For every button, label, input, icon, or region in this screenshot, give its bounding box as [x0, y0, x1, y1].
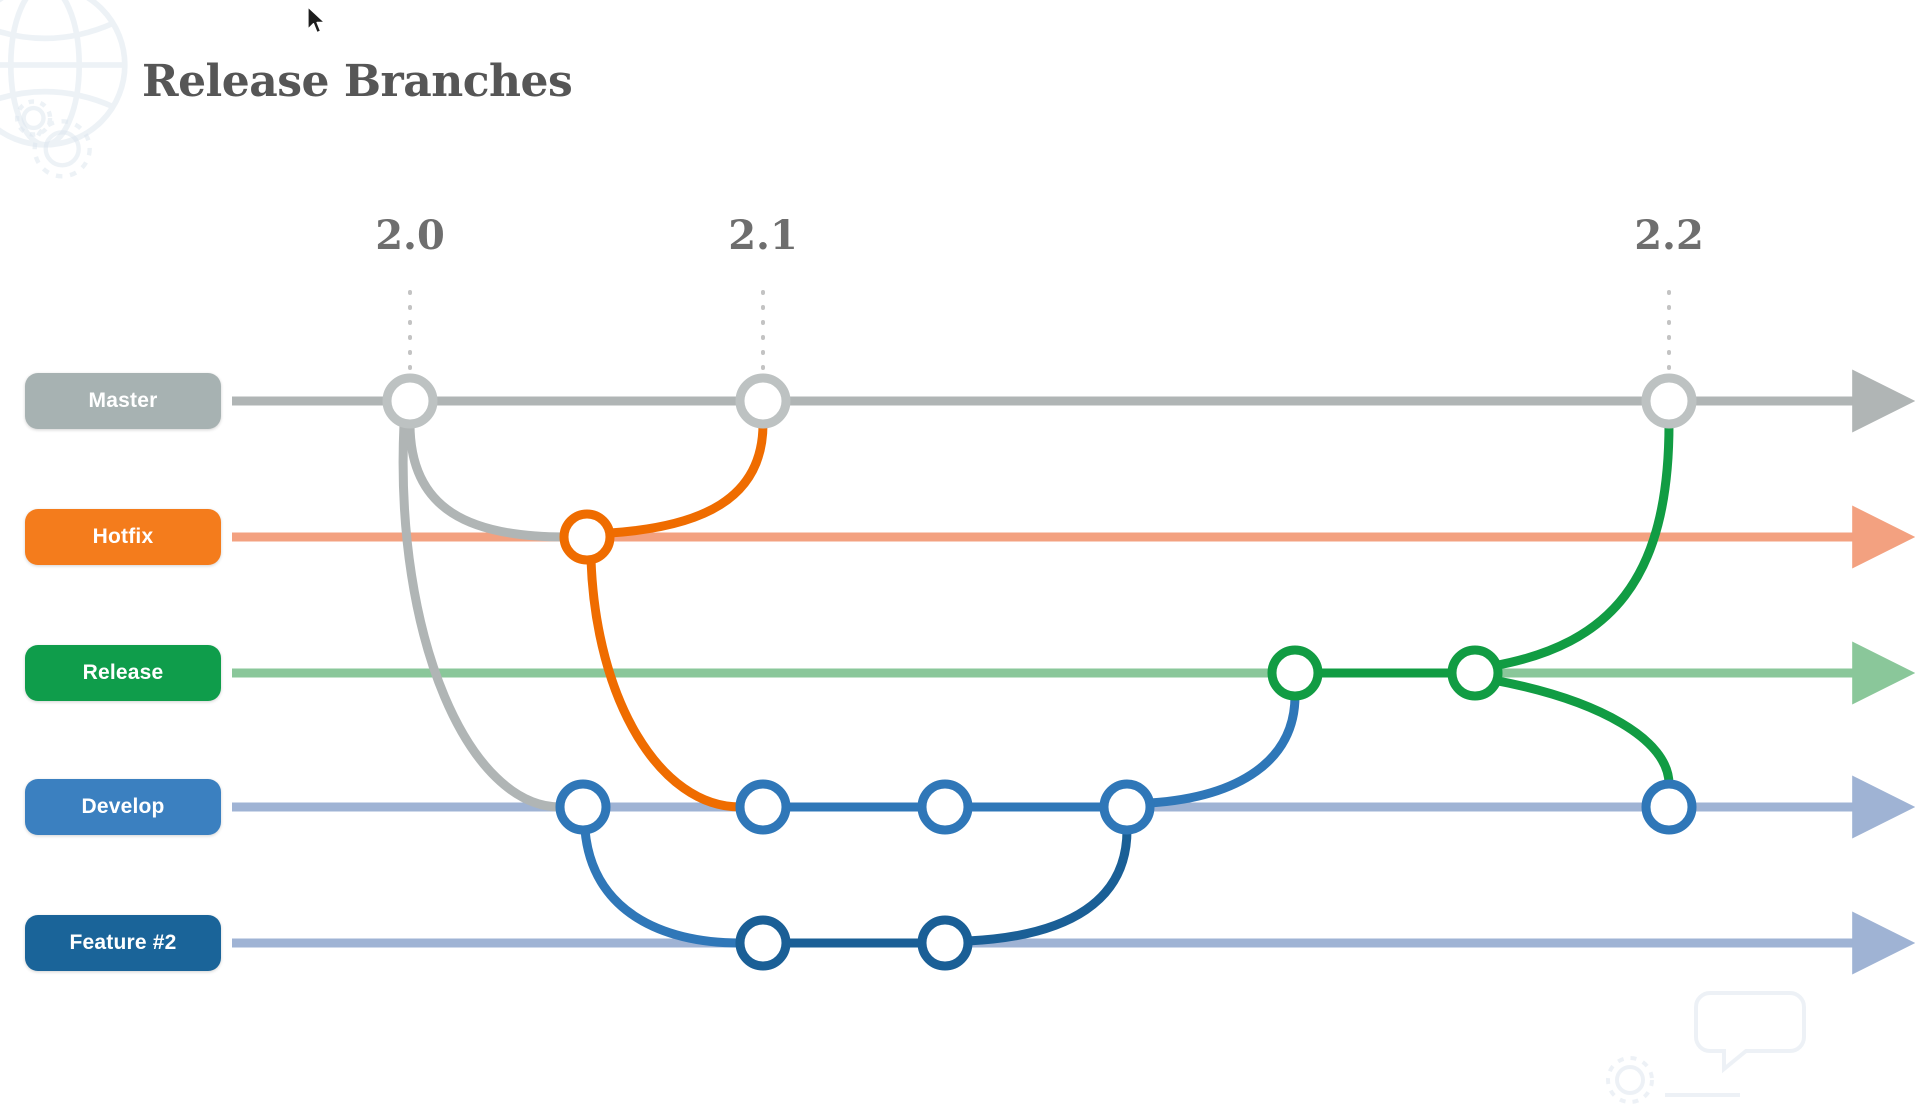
branch-label-release[interactable]: Release	[25, 645, 221, 701]
commit-develop-1[interactable]	[555, 779, 611, 835]
branch-label-feature2-text: Feature #2	[69, 931, 177, 954]
commit-hotfix-1[interactable]	[559, 509, 615, 565]
commit-release-1[interactable]	[1267, 645, 1323, 701]
commit-release-2[interactable]	[1447, 645, 1503, 701]
connector-master-to-hotfix	[405, 419, 570, 542]
version-tag-2-1: 2.1	[728, 212, 798, 259]
branch-graph	[232, 290, 1916, 975]
branch-label-release-text: Release	[82, 661, 164, 684]
connector-develop-to-feature2	[580, 825, 745, 948]
commit-develop-4[interactable]	[1099, 779, 1155, 835]
branch-label-develop-text: Develop	[81, 795, 165, 818]
commit-feature2-1[interactable]	[735, 915, 791, 971]
commit-develop-5[interactable]	[1641, 779, 1697, 835]
branch-label-hotfix-text: Hotfix	[92, 525, 154, 548]
commit-develop-2[interactable]	[735, 779, 791, 835]
version-tag-2-2: 2.2	[1634, 212, 1704, 259]
commit-master-2-2[interactable]	[1641, 373, 1697, 429]
page-title: Release Branches	[142, 56, 573, 107]
connector-hotfix-to-master	[605, 419, 768, 538]
connector-master-to-develop	[398, 419, 565, 812]
connector-develop-to-release	[1145, 691, 1300, 808]
branch-label-develop[interactable]: Develop	[25, 779, 221, 835]
connector-hotfix-to-develop	[586, 555, 745, 812]
connector-feature2-to-develop	[963, 825, 1132, 946]
connector-release-to-master	[1488, 419, 1674, 671]
commit-master-2-0[interactable]	[382, 373, 438, 429]
branch-label-hotfix[interactable]: Hotfix	[25, 509, 221, 565]
commit-feature2-2[interactable]	[917, 915, 973, 971]
version-leaders	[408, 290, 1671, 370]
branch-label-feature2[interactable]: Feature #2	[25, 915, 221, 971]
version-tag-2-0: 2.0	[375, 212, 445, 259]
commit-nodes	[382, 373, 1697, 971]
commit-develop-3[interactable]	[917, 779, 973, 835]
branch-label-master-text: Master	[88, 389, 158, 412]
connector-release-to-develop	[1488, 675, 1674, 789]
branch-label-master[interactable]: Master	[25, 373, 221, 429]
branch-lanes	[232, 369, 1916, 975]
commit-master-2-1[interactable]	[735, 373, 791, 429]
